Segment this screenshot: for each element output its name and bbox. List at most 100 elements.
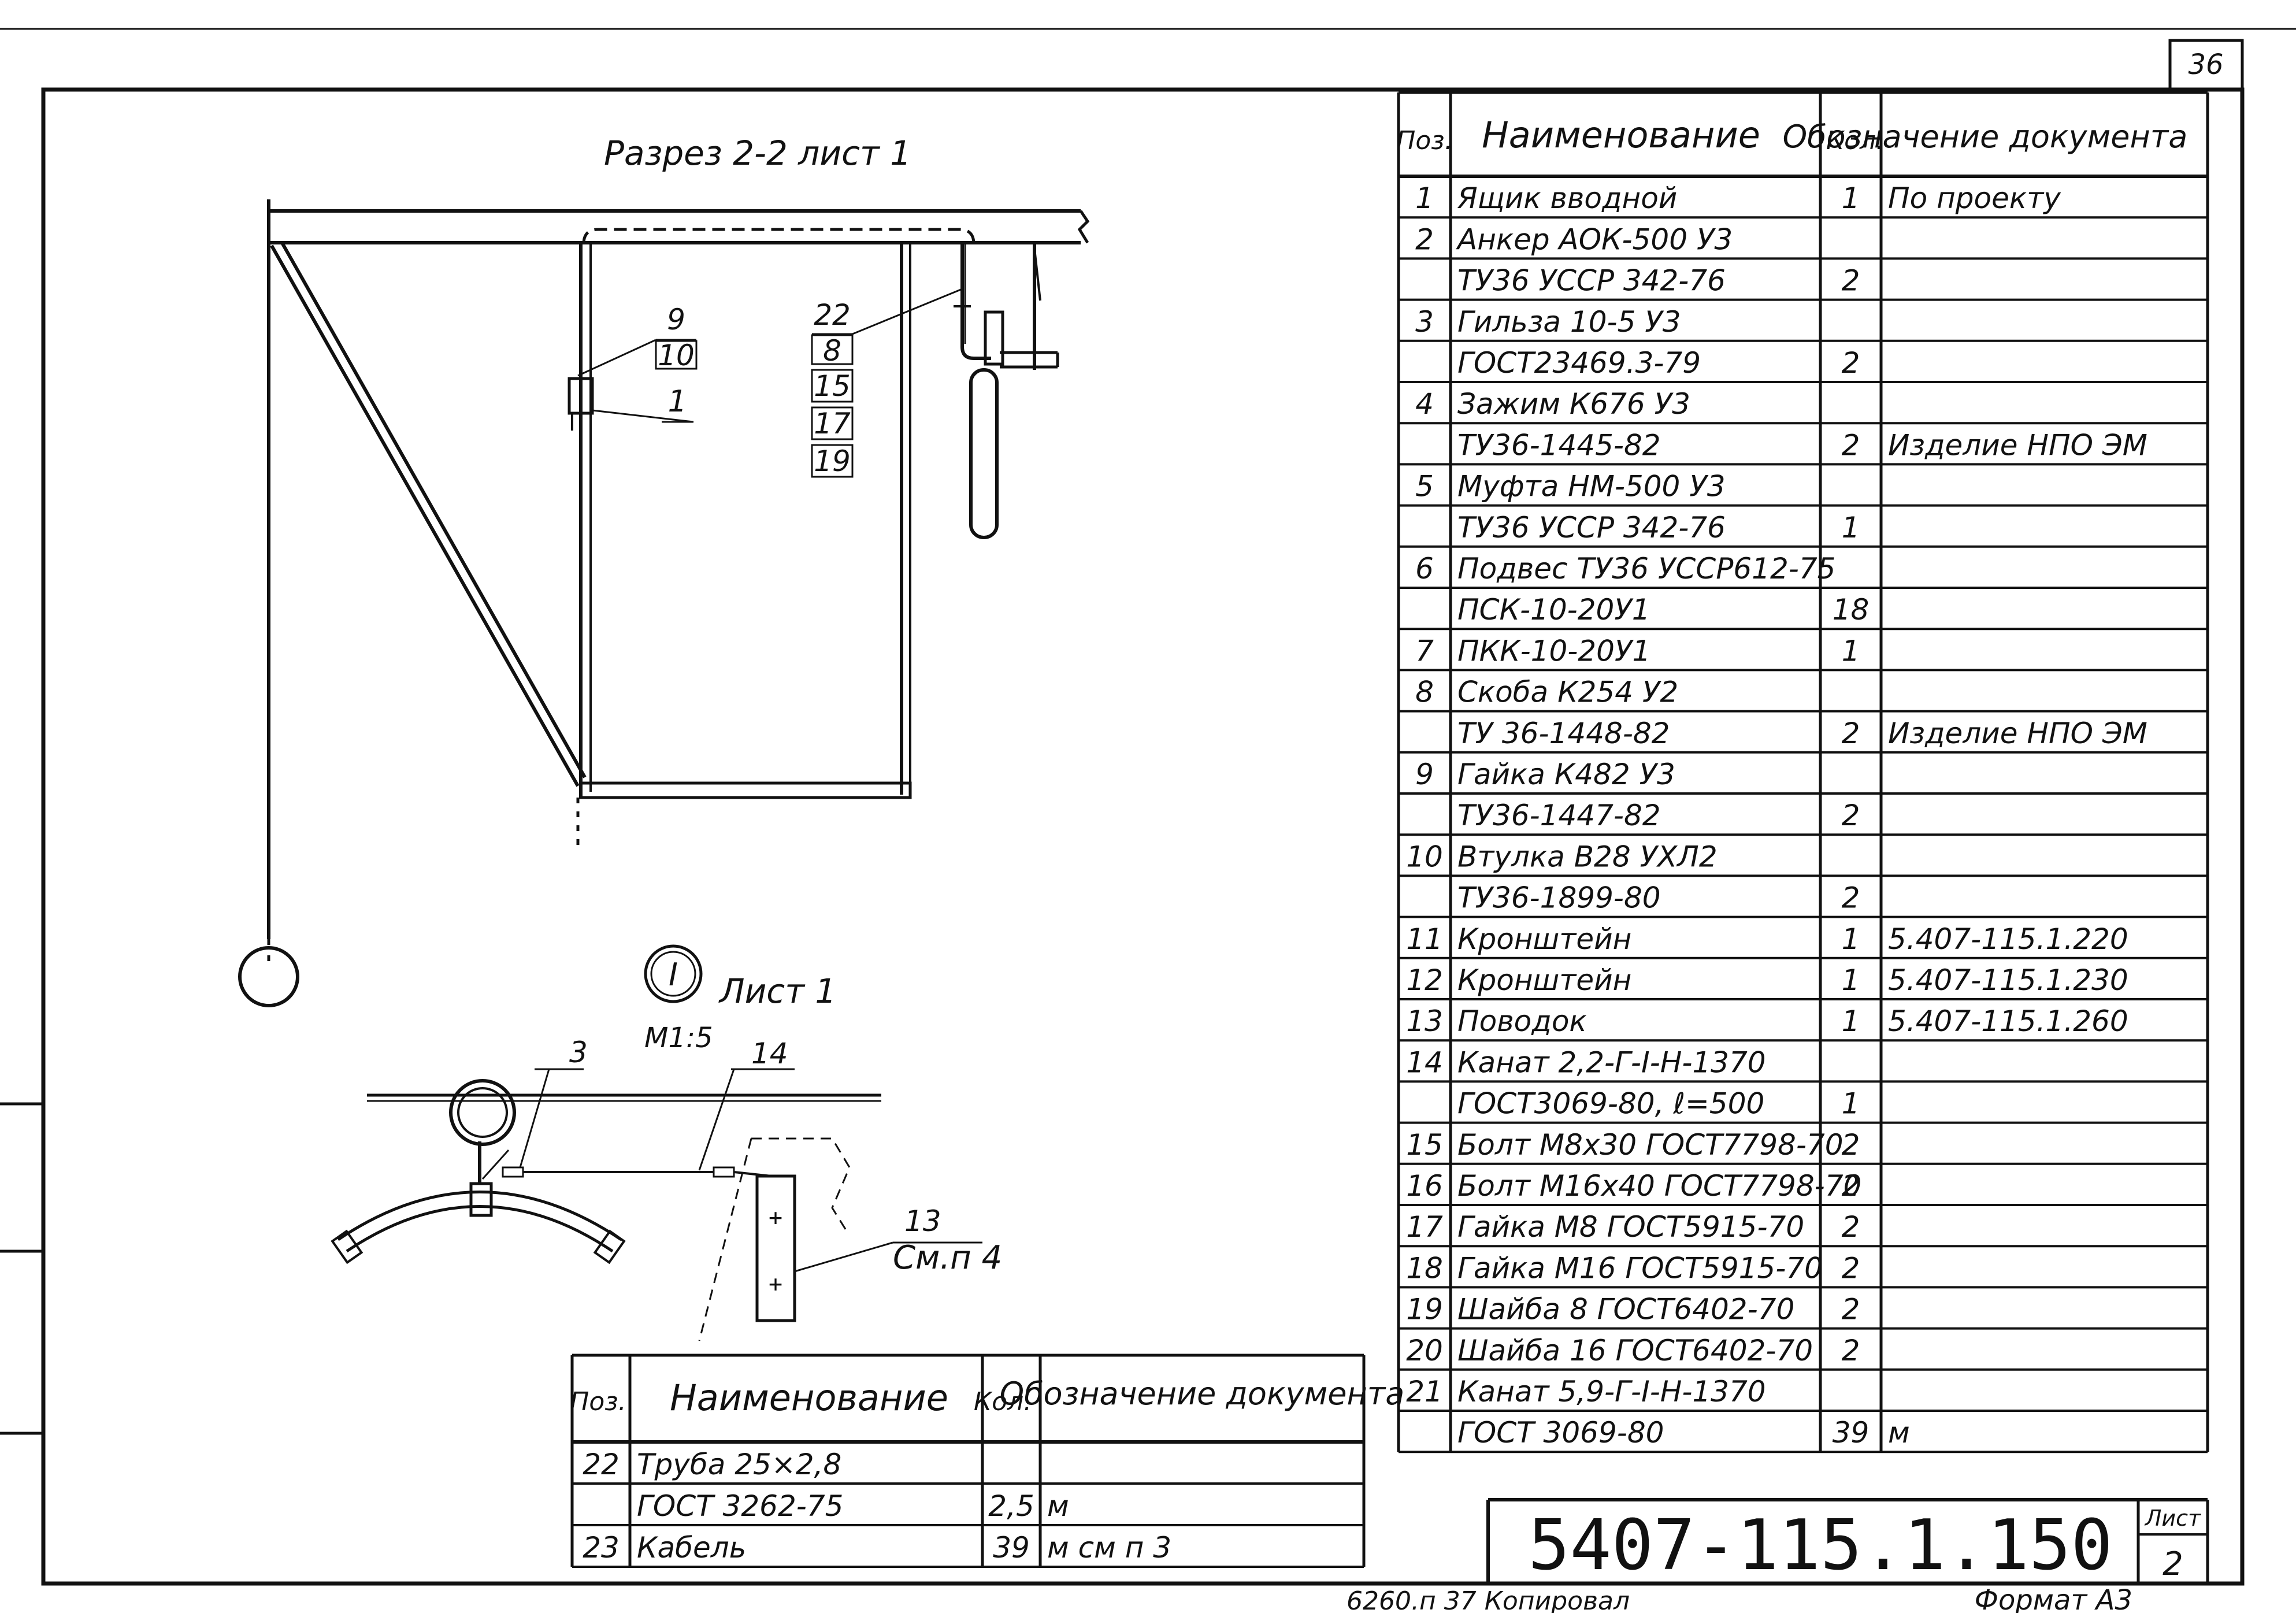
detail-I-drawing: + + xyxy=(331,944,982,1341)
cell-name: ТУ36-1445-82 xyxy=(1457,428,1661,462)
cell-qty: 1 xyxy=(1842,634,1860,668)
cell-pos: 20 xyxy=(1406,1334,1443,1367)
cell-name: Втулка В28 УХЛ2 xyxy=(1457,840,1718,873)
drawing-frame xyxy=(0,28,2296,1586)
cell-name: Зажим К676 У3 xyxy=(1457,387,1690,421)
cell-qty: 2 xyxy=(1842,346,1860,380)
cell-name: Канат 2,2-Г-I-Н-1370 xyxy=(1457,1045,1766,1079)
cell-qty: 2 xyxy=(1842,1334,1860,1367)
cell-qty: 2 xyxy=(1842,881,1860,915)
cell-qty: 2 xyxy=(1842,1169,1860,1203)
cell-qty: 2 xyxy=(1842,1251,1860,1285)
cell-name: ТУ36-1447-82 xyxy=(1457,799,1661,832)
cell-pos: 5 xyxy=(1415,470,1434,503)
detail-marker: I xyxy=(669,956,678,993)
cell-name: Гайка М8 ГОСТ5915-70 xyxy=(1457,1210,1804,1244)
callout-1: 1 xyxy=(667,384,687,419)
footer-format: Формат А3 xyxy=(1975,1584,2132,1613)
cell-pos: 16 xyxy=(1406,1169,1443,1203)
title-stamp xyxy=(1486,1498,2209,1584)
cell-pos: 12 xyxy=(1406,963,1443,997)
main-spec-table: Поз. Наименование Кол. Обозначение докум… xyxy=(1396,91,2209,1453)
cell-pos: 15 xyxy=(1406,1128,1443,1162)
detail-note: См.п 4 xyxy=(893,1239,1002,1277)
cell-name: Муфта НМ-500 У3 xyxy=(1457,470,1726,503)
cell-qty: 2,5 xyxy=(988,1489,1034,1523)
callout-9: 9 xyxy=(667,303,685,336)
cell-name: ТУ36 УССР 342-76 xyxy=(1457,264,1726,298)
cell-pos: 7 xyxy=(1415,634,1434,668)
small-spec-table: Поз. Наименование Кол. Обозначение докум… xyxy=(570,1354,1404,1568)
cell-name: ГОСТ 3069-80 xyxy=(1457,1416,1664,1449)
cell-name: ПСК-10-20У1 xyxy=(1457,593,1650,626)
callouts-right: 22 8 15 17 19 xyxy=(811,298,854,478)
svg-text:+: + xyxy=(769,1204,782,1231)
cell-doc: 5.407-115.1.260 xyxy=(1888,1004,2128,1038)
svg-text:+: + xyxy=(769,1271,782,1297)
cell-pos: 13 xyxy=(1406,1004,1443,1038)
table-row: 16 Болт М16х40 ГОСТ7798-702 xyxy=(1406,1169,1861,1203)
cell-name: ТУ 36-1448-82 xyxy=(1457,717,1670,750)
cell-qty: 1 xyxy=(1842,1004,1860,1038)
cell-name: Болт М16х40 ГОСТ7798-70 xyxy=(1457,1169,1861,1203)
cell-doc: По проекту xyxy=(1888,181,2061,215)
cell-pos: 3 xyxy=(1415,305,1434,339)
cell-qty: 2 xyxy=(1842,428,1860,462)
main-header-pos: Поз. xyxy=(1396,126,1452,155)
cell-name: Кабель xyxy=(637,1531,746,1564)
cell-qty: 2 xyxy=(1842,1293,1860,1326)
cell-name: Гайка К482 У3 xyxy=(1457,758,1675,791)
cell-doc: Изделие НПО ЭМ xyxy=(1888,717,2147,750)
cell-qty: 1 xyxy=(1842,181,1860,215)
cell-name: Труба 25×2,8 xyxy=(637,1448,841,1481)
cell-qty: 1 xyxy=(1842,511,1860,544)
table-row: 6 Подвес ТУ36 УССР612-75 xyxy=(1415,552,1835,585)
cell-pos: 22 xyxy=(583,1448,620,1481)
cell-doc: 5.407-115.1.220 xyxy=(1888,922,2128,956)
cell-pos: 21 xyxy=(1406,1375,1443,1408)
detail-label-3: 3 xyxy=(569,1036,588,1069)
cell-name: Шайба 16 ГОСТ6402-70 xyxy=(1457,1334,1813,1367)
cell-pos: 18 xyxy=(1406,1251,1443,1285)
small-header-name: Наименование xyxy=(670,1377,948,1419)
section-title: Разрез 2-2 лист 1 xyxy=(604,134,911,173)
cell-pos: 10 xyxy=(1406,840,1443,873)
cell-doc: Изделие НПО ЭМ xyxy=(1888,428,2147,462)
cell-pos: 8 xyxy=(1415,676,1434,709)
table-row: ТУ36 УССР 342-76 1 xyxy=(1457,511,1860,544)
callouts-left: 9 10 1 xyxy=(655,303,698,423)
cell-name: Шайба 8 ГОСТ6402-70 xyxy=(1457,1293,1794,1326)
cell-name: ТУ36 УССР 342-76 xyxy=(1457,511,1726,544)
cell-qty: 39 xyxy=(1833,1416,1870,1449)
cell-pos: 23 xyxy=(583,1531,620,1564)
cell-name: Кронштейн xyxy=(1457,922,1631,956)
cell-qty: 2 xyxy=(1842,1210,1860,1244)
detail-scale: М1:5 xyxy=(644,1022,713,1054)
cell-qty: 39 xyxy=(993,1531,1030,1564)
table-row: 23 Кабель 39 м см п 3 xyxy=(583,1531,1171,1564)
drawing-designation: 5407-115.1.150 xyxy=(1528,1506,2112,1586)
cell-pos: 6 xyxy=(1415,552,1434,585)
cell-name: Подвес ТУ36 УССР612-75 xyxy=(1457,552,1835,585)
cell-name: Анкер АОК-500 У3 xyxy=(1456,223,1733,256)
small-header-pos: Поз. xyxy=(570,1387,626,1417)
main-header-qty: Кол. xyxy=(1826,126,1884,155)
cell-doc: м см п 3 xyxy=(1047,1531,1171,1564)
